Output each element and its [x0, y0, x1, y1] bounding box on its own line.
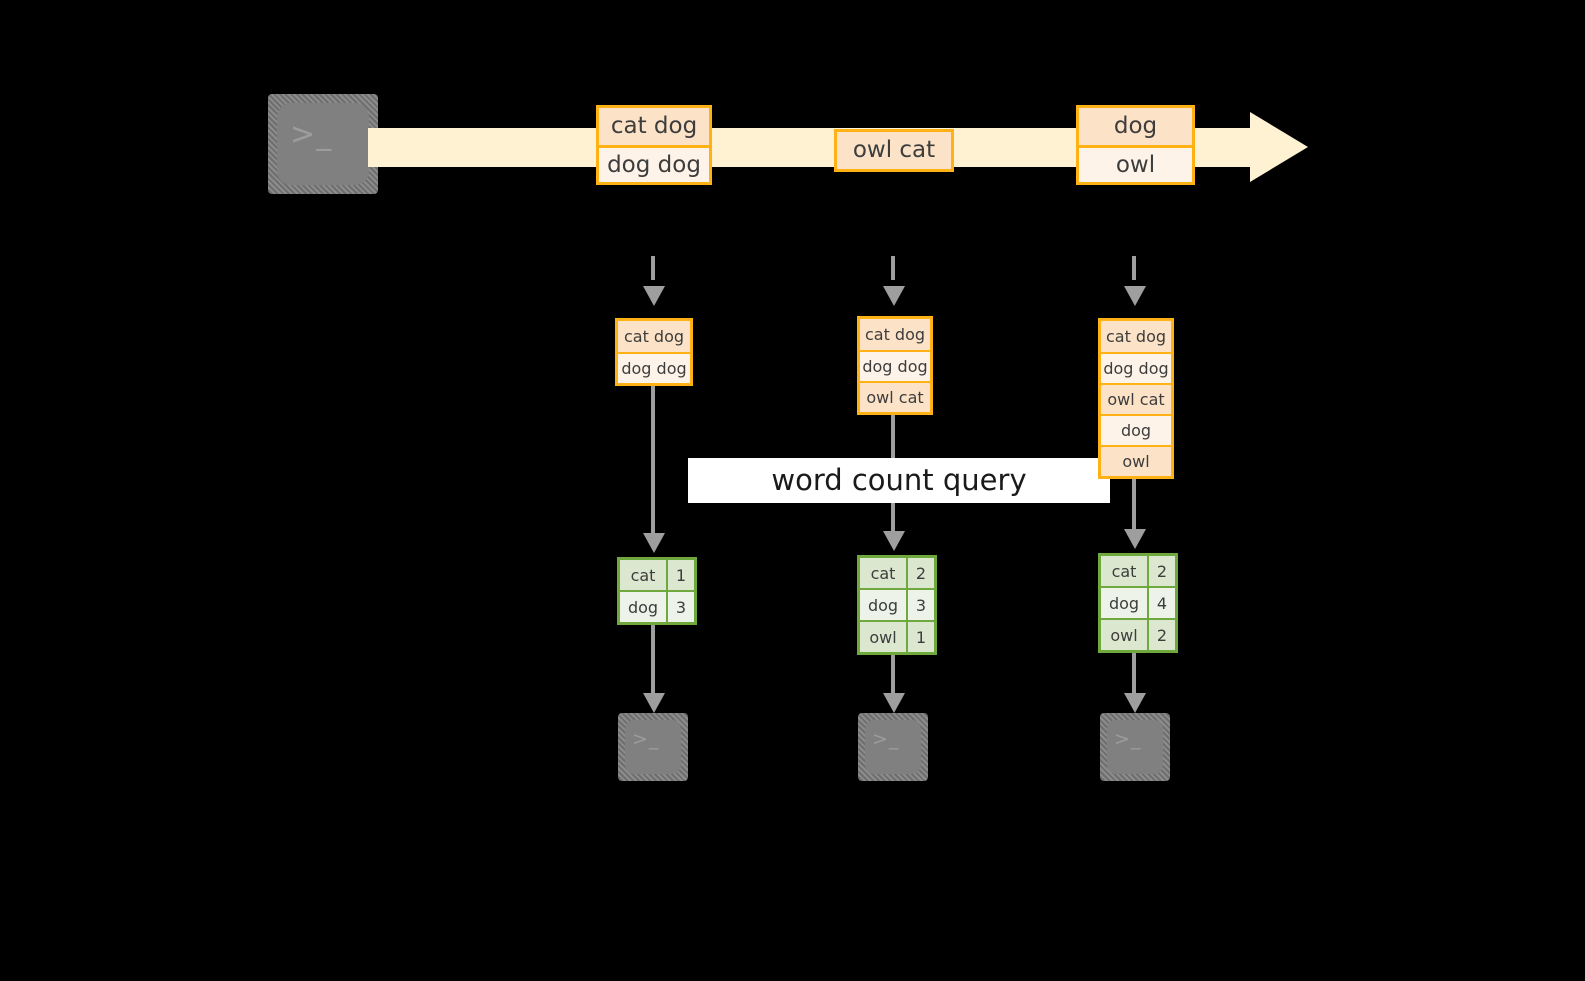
record-line: dog: [1079, 108, 1192, 145]
dashed-arrow-down-icon-3-line: [1132, 256, 1136, 290]
table-row: cat 2: [860, 558, 934, 588]
result-count: 3: [666, 592, 694, 622]
result-count: 2: [1147, 620, 1175, 650]
table-row: dog 4: [1101, 586, 1175, 618]
terminal-screen: [625, 720, 681, 774]
stream-arrow-head: [1250, 112, 1308, 182]
terminal-icon-consumer-2: >_: [858, 713, 928, 781]
table-row: dog dog: [618, 352, 690, 383]
snapshot-1-query-arrow-head: [643, 533, 665, 553]
snapshot-3-result: cat 2 dog 4 owl 2: [1098, 553, 1178, 653]
query-label-text: word count query: [771, 463, 1027, 497]
snapshot-2-consumer-arrow-head: [883, 693, 905, 713]
table-row: dog: [1101, 414, 1171, 445]
dashed-arrow-down-icon-2-head: [883, 286, 905, 306]
table-row: cat dog: [618, 321, 690, 352]
table-row: cat dog: [860, 319, 930, 350]
table-row: owl cat: [1101, 383, 1171, 414]
stream-record-3: dog owl: [1076, 105, 1195, 185]
result-word: dog: [1101, 588, 1147, 618]
table-row: owl: [1101, 445, 1171, 476]
result-word: owl: [1101, 620, 1147, 650]
table-row: owl cat: [860, 381, 930, 412]
result-count: 2: [906, 558, 934, 588]
snapshot-2-query-arrow-head: [883, 531, 905, 551]
snapshot-3-consumer-arrow-head: [1124, 693, 1146, 713]
terminal-icon-consumer-1: >_: [618, 713, 688, 781]
snapshot-1-consumer-arrow-line: [651, 620, 655, 698]
result-count: 3: [906, 590, 934, 620]
terminal-prompt-glyph: >_: [632, 728, 660, 750]
stream-record-1: cat dog dog dog: [596, 105, 712, 185]
snapshot-2-consumer-arrow-line: [891, 650, 895, 698]
table-row: dog dog: [860, 350, 930, 381]
terminal-prompt-glyph: >_: [290, 117, 333, 152]
snapshot-3-table: cat dog dog dog owl cat dog owl: [1098, 318, 1174, 479]
stream-record-2: owl cat: [834, 129, 954, 172]
dashed-arrow-down-icon-1-head: [643, 286, 665, 306]
result-count: 2: [1147, 556, 1175, 586]
table-row: owl 2: [1101, 618, 1175, 650]
record-line: owl: [1079, 145, 1192, 182]
terminal-screen: [865, 720, 921, 774]
snapshot-3-query-arrow-head: [1124, 529, 1146, 549]
snapshot-1-result: cat 1 dog 3: [617, 557, 697, 625]
result-count: 1: [666, 560, 694, 590]
table-row: dog dog: [1101, 352, 1171, 383]
dashed-arrow-down-icon-3-head: [1124, 286, 1146, 306]
terminal-icon-consumer-3: >_: [1100, 713, 1170, 781]
snapshot-1-query-arrow-line: [651, 383, 655, 538]
snapshot-3-consumer-arrow-line: [1132, 648, 1136, 698]
result-word: cat: [620, 560, 666, 590]
table-row: cat 2: [1101, 556, 1175, 586]
table-row: cat 1: [620, 560, 694, 590]
terminal-screen: [277, 103, 369, 185]
dashed-arrow-down-icon-1-line: [651, 256, 655, 290]
snapshot-1-consumer-arrow-head: [643, 693, 665, 713]
query-label-band: word count query: [688, 458, 1110, 503]
result-word: dog: [620, 592, 666, 622]
terminal-screen: [1107, 720, 1163, 774]
table-row: dog 3: [860, 588, 934, 620]
result-word: cat: [860, 558, 906, 588]
terminal-icon-producer: >_: [268, 94, 378, 194]
terminal-prompt-glyph: >_: [872, 728, 900, 750]
snapshot-2-table: cat dog dog dog owl cat: [857, 316, 933, 415]
table-row: cat dog: [1101, 321, 1171, 352]
result-word: dog: [860, 590, 906, 620]
result-count: 4: [1147, 588, 1175, 618]
snapshot-2-result: cat 2 dog 3 owl 1: [857, 555, 937, 655]
dashed-arrow-down-icon-2-line: [891, 256, 895, 290]
record-line: dog dog: [599, 145, 709, 182]
snapshot-3-query-arrow-line: [1132, 476, 1136, 536]
snapshot-1-table: cat dog dog dog: [615, 318, 693, 386]
result-count: 1: [906, 622, 934, 652]
result-word: owl: [860, 622, 906, 652]
record-line: cat dog: [599, 108, 709, 145]
table-row: owl 1: [860, 620, 934, 652]
table-row: dog 3: [620, 590, 694, 622]
record-line: owl cat: [837, 132, 951, 169]
result-word: cat: [1101, 556, 1147, 586]
terminal-prompt-glyph: >_: [1114, 728, 1142, 750]
